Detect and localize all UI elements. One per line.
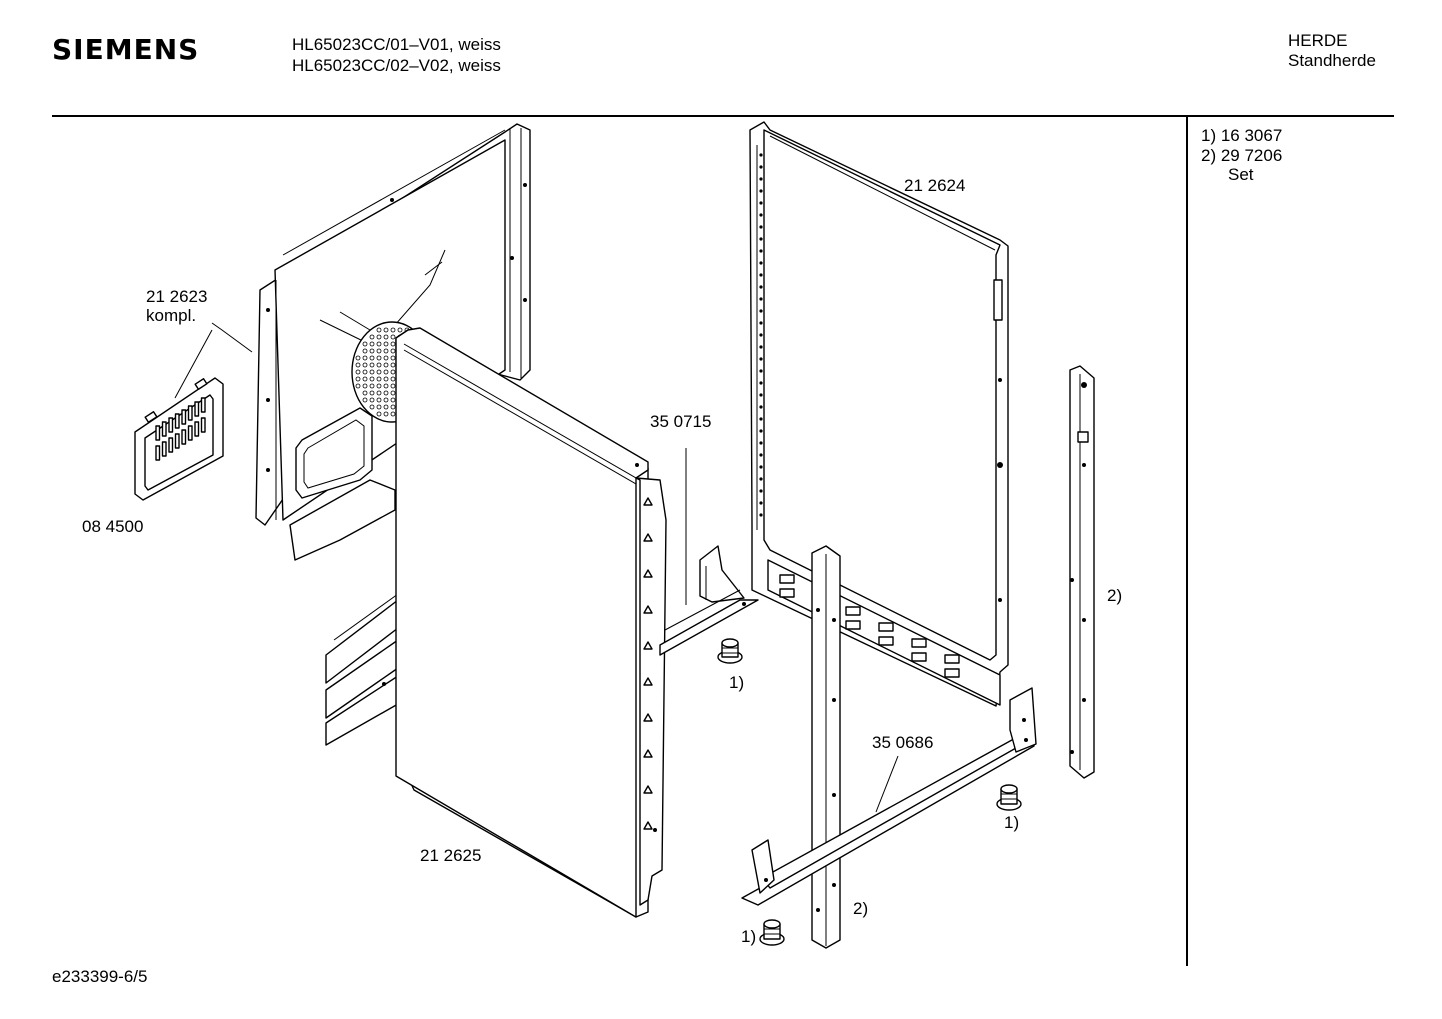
vertical-strip-front-part (811, 545, 841, 949)
legend-divider (1186, 116, 1188, 966)
category: HERDE (1288, 31, 1348, 50)
back-panel-window-part (295, 407, 373, 499)
legend-item-2-note: Set (1228, 165, 1254, 184)
lower-left-rails-part (325, 593, 399, 746)
legend-item-1: 1) 16 3067 (1201, 126, 1283, 145)
model-line-1: HL65023CC/01–V01, weiss (292, 35, 501, 54)
drawing-id: e233399-6/5 (52, 967, 148, 986)
label-212624: 21 2624 (904, 176, 966, 195)
bracket-part (659, 545, 759, 656)
legend-item-2: 2) 29 7206 (1201, 146, 1283, 165)
adjustable-foot-right-icon (996, 784, 1022, 811)
ref-2-bottom: 2) (853, 899, 869, 918)
side-panel-frame-part (749, 121, 1009, 707)
label-212625: 21 2625 (420, 846, 482, 865)
ref-2-right: 2) (1107, 586, 1123, 605)
label-212623: 21 2623 (146, 287, 208, 306)
grille-plate-part (134, 377, 224, 501)
model-line-2: HL65023CC/02–V02, weiss (292, 56, 501, 75)
ref-1-center: 1) (729, 673, 745, 692)
header-divider (52, 115, 1394, 117)
adjustable-foot-center-icon (717, 638, 743, 664)
subcategory: Standherde (1288, 51, 1376, 70)
label-350686: 35 0686 (872, 733, 934, 752)
side-panel-part (395, 327, 667, 918)
vertical-strip-right-part (1069, 365, 1095, 779)
ref-1-bottom: 1) (741, 927, 757, 946)
ref-1-right: 1) (1004, 813, 1020, 832)
label-212623-note: kompl. (146, 306, 197, 325)
label-350715: 35 0715 (650, 412, 712, 431)
label-084500: 08 4500 (82, 517, 144, 536)
brand-logo: SIEMENS (52, 33, 200, 66)
base-rail-part (741, 687, 1037, 906)
leader-lines (174, 322, 899, 813)
adjustable-foot-bottom-icon (759, 919, 785, 946)
